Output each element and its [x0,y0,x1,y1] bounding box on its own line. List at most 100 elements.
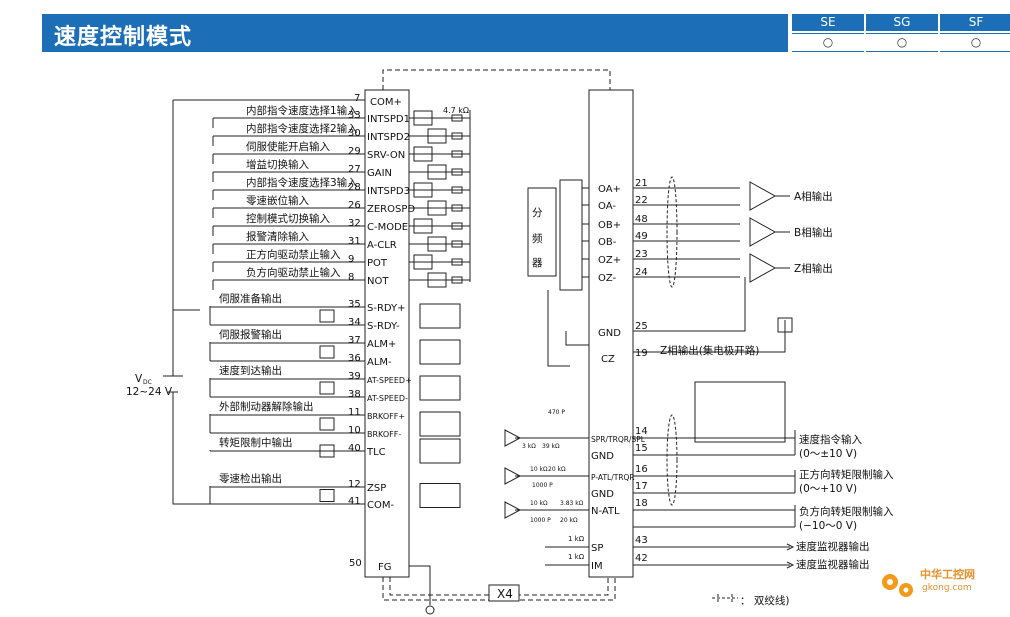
res-3k: 3 kΩ [522,443,536,450]
analog-label-1b: (0～±10 V) [799,448,857,460]
right-connector-block [588,89,634,578]
encoder-signal: OB+ [598,220,621,231]
optocoupler-icon [413,110,433,126]
output-signal: BRKOFF- [367,430,401,439]
input-label: 负方向驱动禁止输入 [246,266,341,279]
output-pin: 34 [348,317,361,328]
relay-icon [419,303,461,329]
output-signal: AT-SPEED- [367,394,408,403]
diode-icon [319,309,335,323]
output-signal: TLC [366,447,386,458]
analog-pin: 43 [635,535,648,546]
output-label: 零速检出输出 [219,472,282,485]
input-pin: 33 [348,110,361,121]
output-label: 转矩限制中输出 [219,436,293,449]
optocoupler-icon [427,164,447,180]
model-sf-header: SF [940,14,1010,31]
left-connector-block [364,89,410,578]
relay-icon [419,375,461,401]
monitor-output-1: 速度监视器输出 [796,540,870,553]
cz-pin: 19 [635,348,648,359]
analog-pin: 16 [635,464,648,475]
output-pin: 37 [348,335,361,346]
cz-label: Z相输出(集电极开路) [660,344,759,357]
input-pin: 28 [348,182,361,193]
output-pin: 36 [348,353,361,364]
analog-pin: 18 [635,498,648,509]
divider-char-3: 器 [532,257,543,269]
diode-icon [319,417,335,431]
output-signal: COM- [367,500,394,511]
encoder-signal: OA+ [598,184,621,195]
relay-icon [419,438,461,464]
page-title: 速度控制模式 [54,25,193,50]
optocoupler-icon [427,200,447,216]
b-phase-output: B相输出 [794,226,833,239]
encoder-pin: 48 [635,214,648,225]
analog-label-3a: 负方向转矩限制输入 [799,505,894,518]
output-pin: 38 [348,389,361,400]
encoder-pin: 49 [635,231,648,242]
analog-signal: SPR/TRQR/SPL [591,435,646,444]
output-signal: BRKOFF+ [367,412,405,421]
diode-icon [319,489,335,502]
analog-signal: GND [591,489,614,500]
analog-signal: N-ATL [591,506,620,517]
model-se-header: SE [792,14,864,31]
input-signal: A-CLR [367,240,397,251]
res-39k: 39 kΩ [542,443,560,450]
encoder-signal: OZ- [598,273,617,284]
output-pin: 12 [348,479,361,490]
optocoupler-icon [413,218,433,234]
output-label: 伺服报警输出 [219,328,282,341]
output-pin: 10 [348,425,361,436]
relay-icon [419,339,461,365]
input-pin: 8 [348,272,354,283]
analog-pin: 17 [635,481,648,492]
input-label: 增益切换输入 [246,158,309,171]
optocoupler-icon [413,254,433,270]
cap-1000p: 1000 P [532,482,553,489]
encoder-pin: 24 [635,267,648,278]
input-pin: 30 [348,128,361,139]
input-signal: INTSPD2 [367,132,410,143]
encoder-signal: OA- [598,201,616,212]
output-pin: 41 [348,496,361,507]
output-label: 伺服准备输出 [219,292,282,305]
input-pin: 27 [348,164,361,175]
analog-label-1a: 速度指令输入 [799,433,862,446]
input-pin: 9 [348,254,354,265]
model-se-mark: ○ [792,33,864,52]
input-signal: GAIN [367,168,392,179]
com-plus-signal: COM+ [370,97,402,108]
analog-pin: 42 [635,553,648,564]
model-sg-header: SG [866,14,938,31]
logo-line1: 中华工控网 [920,567,975,581]
header-bar: 速度控制模式 [42,14,788,52]
diode-icon [319,345,335,359]
res-10k-b: 10 kΩ [530,500,548,507]
input-label: 内部指令速度选择1输入 [246,104,358,117]
input-label: 正方向驱动禁止输入 [246,248,341,261]
output-pin: 39 [348,371,361,382]
output-signal: ALM- [367,357,392,368]
res-20k-b: 20 kΩ [560,517,578,524]
monitor-output-2: 速度监视器输出 [796,558,870,571]
output-signal: ALM+ [367,339,396,350]
input-label: 内部指令速度选择3输入 [246,176,358,189]
input-signal: INTSPD3 [367,186,410,197]
input-signal: INTSPD1 [367,114,410,125]
input-signal: NOT [367,276,389,287]
divider-char-1: 分 [532,207,543,219]
com-plus-pin: 7 [354,93,360,104]
encoder-pin: 23 [635,249,648,260]
input-pin: 31 [348,236,361,247]
res-1k-a: 1 kΩ [568,535,585,543]
input-label: 伺服使能开启输入 [246,140,330,153]
analog-pin: 14 [635,426,648,437]
input-pin: 29 [348,146,361,157]
z-phase-output: Z相输出 [794,262,833,275]
relay-icon [419,483,461,508]
input-signal: POT [367,258,388,269]
